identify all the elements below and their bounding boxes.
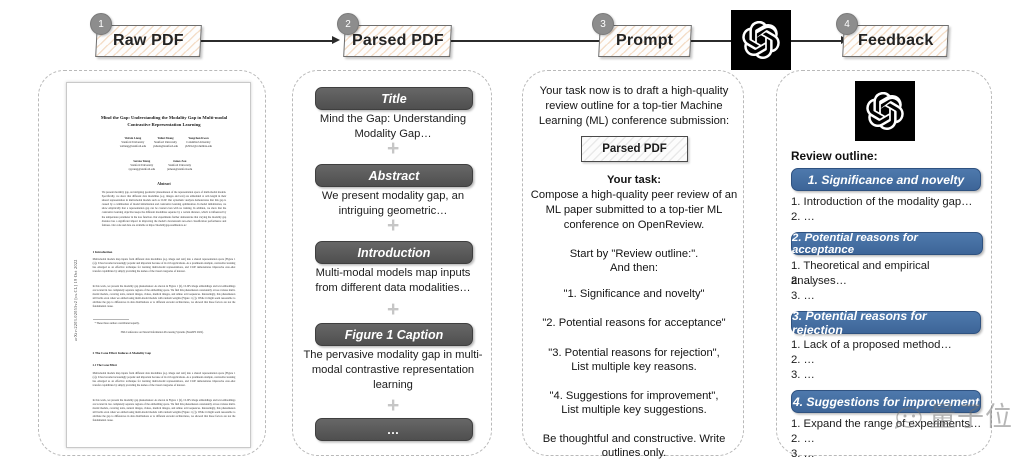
step-label-parsed-pdf: Parsed PDF (351, 32, 444, 49)
pdf-section-body: Multi-modal models map inputs from diffe… (92, 372, 236, 388)
prompt-closing-line-2: outlines only. (601, 447, 667, 459)
prompt-item-4-sub: List multiple key suggestions. (561, 404, 707, 416)
pdf-page-thumbnail[interactable]: arXiv:2203.02053v2 [cs.CL] 19 Oct 2022 M… (66, 82, 251, 448)
parsed-block-text-abstract: We present modality gap, an intriguing g… (321, 190, 465, 217)
parsed-block-label-title[interactable]: Title (315, 87, 473, 110)
feedback-section-title-3[interactable]: 3. Potential reasons for rejection (791, 309, 981, 337)
pdf-arxiv-stamp: arXiv:2203.02053v2 [cs.CL] 19 Oct 2022 (73, 259, 78, 341)
separator-plus-4: + (387, 394, 400, 417)
pdf-author-name: Serena Yeung (133, 159, 151, 163)
pdf-author-name: Weixin Liang (124, 136, 142, 140)
pdf-author-affil: Columbia University (186, 140, 211, 145)
feedback-section-line-2-2: 2. … (791, 275, 815, 287)
pdf-author-row-1: Weixin Liang Stanford University wxliang… (96, 136, 235, 148)
feedback-section-title-4[interactable]: 4. Suggestions for improvement (791, 390, 981, 413)
parsed-block-text-title: Mind the Gap: Understanding Modality Gap… (319, 113, 467, 140)
pdf-abstract-heading: Abstract (157, 182, 171, 186)
separator-plus-1: + (387, 137, 400, 160)
pdf-intro-body: Multi-modal models map inputs from diffe… (92, 258, 236, 274)
prompt-item-4: "4. Suggestions for improvement", (549, 390, 719, 402)
pdf-author-email: yuhuiz@stanford.edu (153, 144, 178, 149)
feedback-section-line-3-2: 2. … (791, 354, 815, 366)
pdf-footnote-rule (92, 319, 129, 320)
feedback-section-line-4-1: 1. Expand the range of experiments… (791, 418, 982, 430)
pipeline-header: 1 Raw PDF 2 Parsed PDF 3 Prompt 4 Feedba… (0, 0, 1024, 72)
pdf-author-email: jamesz@stanford.edu (167, 167, 193, 172)
prompt-closing-line-1: Be thoughtful and constructive. Write (542, 433, 726, 445)
pdf-author-name: James Zou (172, 159, 187, 163)
pdf-section-body-2: In this work, we present the modality ga… (92, 399, 236, 423)
parsed-block-text-figure-caption: The pervasive modality gap in multi-moda… (303, 349, 483, 391)
prompt-item-2: "2. Potential reasons for acceptance" (542, 317, 726, 329)
feedback-section-line-3-1: 1. Lack of a proposed method… (791, 339, 952, 351)
feedback-section-line-1-1: 1. Introduction of the modality gap… (791, 196, 973, 208)
pdf-intro-heading: 1 Introduction (92, 250, 113, 254)
connector-2-3 (448, 40, 606, 42)
connector-model-4 (790, 40, 843, 42)
panel-raw-pdf: arXiv:2203.02053v2 [cs.CL] 19 Oct 2022 M… (38, 70, 266, 456)
step-number-3: 3 (592, 13, 614, 35)
openai-logo-icon (855, 81, 915, 141)
pdf-author-affil: Stanford University (168, 163, 192, 168)
connector-1-2 (198, 40, 334, 42)
feedback-section-line-3-3: 3. … (791, 369, 815, 381)
separator-plus-3: + (387, 298, 400, 321)
prompt-task-body: Compose a high-quality peer review of an… (530, 189, 738, 231)
step-label-prompt: Prompt (616, 32, 674, 49)
parsed-block-label-more[interactable]: … (315, 418, 473, 441)
panel-feedback: Review outline: 1. Significance and nove… (776, 70, 992, 460)
feedback-section-line-2-1: 1. Theoretical and empirical analyses… (791, 260, 930, 288)
prompt-chip-label: Parsed PDF (602, 143, 667, 155)
pdf-footer-note: 36th Conference on Neural Information Pr… (120, 331, 204, 334)
prompt-start-line-1: Start by "Review outline:". (569, 248, 699, 260)
pdf-author-name: Yongchan Kwon (188, 136, 209, 140)
step-label-feedback: Feedback (857, 32, 934, 49)
step-box-feedback[interactable]: Feedback (842, 25, 949, 57)
pdf-section-heading: 2 The Cone Effect Induces A Modality Gap (92, 351, 152, 355)
step-number-4: 4 (836, 13, 858, 35)
feedback-section-line-4-2: 2. … (791, 433, 815, 445)
prompt-item-3: "3. Potential reasons for rejection", (548, 347, 720, 359)
feedback-section-line-2-3: 3. … (791, 290, 815, 302)
pdf-author-email: yk3012@columbia.edu (184, 144, 212, 149)
pdf-author-name: Yuhui Zhang (157, 136, 174, 140)
feedback-section-line-4-3: 3. … (791, 448, 815, 460)
step-label-raw-pdf: Raw PDF (113, 32, 184, 49)
pdf-author-email: syyeung@stanford.edu (128, 167, 156, 172)
pdf-author-affil: Stanford University (121, 140, 145, 145)
step-number-2: 2 (337, 13, 359, 35)
separator-plus-2: + (387, 214, 400, 237)
pdf-abstract-body: We present modality gap, an intriguing g… (101, 191, 227, 227)
parsed-block-label-figure-caption[interactable]: Figure 1 Caption (315, 323, 473, 346)
pdf-author-affil: Stanford University (154, 140, 177, 145)
pdf-subsection-heading: 2.1 The Cone Effect (92, 363, 117, 367)
pdf-paper-title: Mind the Gap: Understanding the Modality… (100, 115, 228, 127)
panel-parsed-pdf: Title Mind the Gap: Understanding Modali… (292, 70, 492, 456)
prompt-parsed-pdf-chip[interactable]: Parsed PDF (581, 136, 688, 162)
pdf-author-email: wxliang@stanford.edu (119, 144, 147, 149)
parsed-block-text-introduction: Multi-modal models map inputs from diffe… (315, 267, 471, 294)
prompt-item-1: "1. Significance and novelty" (563, 288, 705, 300)
prompt-start-line-2: And then: (610, 262, 658, 274)
pdf-author-affil: Stanford University (130, 163, 154, 168)
review-outline-heading: Review outline: (791, 149, 878, 163)
arrow-1-2 (332, 35, 340, 44)
step-number-1: 1 (90, 13, 112, 35)
prompt-item-3-sub: List multiple key reasons. (571, 361, 697, 373)
openai-logo-icon (731, 10, 791, 70)
panel-prompt: Your task now is to draft a high-quality… (522, 70, 744, 459)
feedback-section-title-2[interactable]: 2. Potential reasons for acceptance (791, 232, 983, 256)
step-box-raw-pdf[interactable]: Raw PDF (95, 25, 202, 57)
pdf-footnote: * These three authors contributed equall… (94, 322, 140, 325)
parsed-block-label-abstract[interactable]: Abstract (315, 164, 473, 187)
parsed-block-label-introduction[interactable]: Introduction (315, 241, 473, 264)
pdf-intro-body-2: In this work, we present the modality ga… (92, 285, 236, 309)
prompt-intro: Your task now is to draft a high-quality… (538, 85, 730, 127)
feedback-section-title-1[interactable]: 1. Significance and novelty (791, 168, 981, 191)
connector-3-model (688, 40, 735, 42)
pdf-author-row-2: Serena Yeung Stanford University syyeung… (111, 159, 210, 171)
prompt-task-label: Your task: (607, 174, 661, 186)
feedback-section-line-1-2: 2. … (791, 211, 815, 223)
step-box-parsed-pdf[interactable]: Parsed PDF (343, 25, 452, 57)
